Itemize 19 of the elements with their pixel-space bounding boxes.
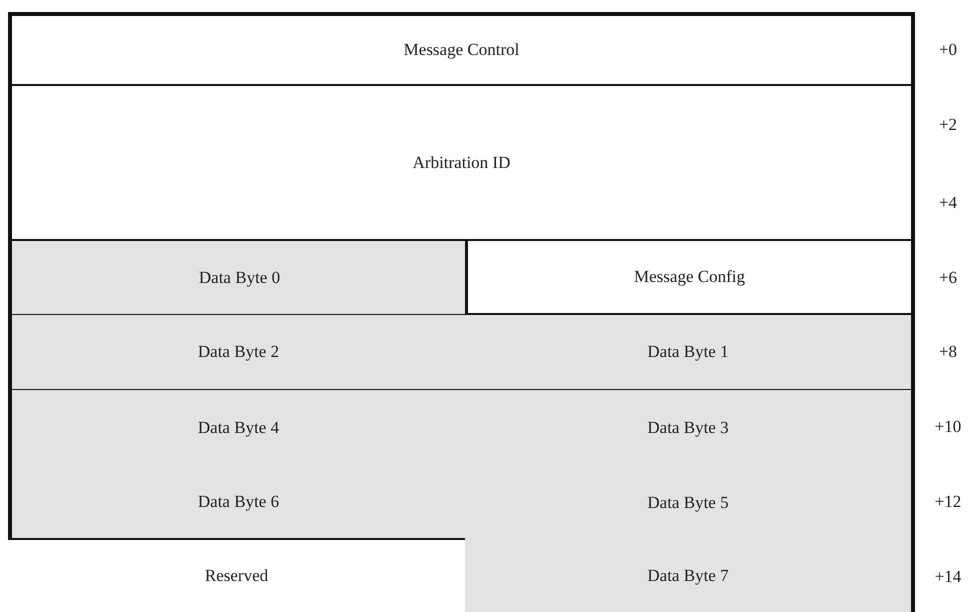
offset-label: +14	[934, 567, 962, 587]
register-field: Data Byte 0	[8, 241, 467, 315]
offset-label: +4	[938, 193, 958, 213]
register-field: Message Config	[465, 241, 915, 317]
register-field: Message Control	[8, 12, 915, 88]
register-field: Data Byte 7	[465, 540, 915, 612]
register-field: Data Byte 6	[8, 465, 465, 542]
offset-label: +2	[938, 115, 958, 135]
register-field: Data Byte 3	[465, 390, 915, 465]
offset-label: +0	[938, 40, 958, 60]
offset-label: +10	[934, 417, 962, 437]
register-field: Data Byte 4	[8, 390, 465, 465]
register-field: Data Byte 2	[8, 315, 465, 390]
register-field: Arbitration ID	[8, 86, 915, 243]
offset-label: +6	[938, 268, 958, 288]
offset-label: +12	[934, 492, 962, 512]
offset-label: +8	[938, 342, 958, 362]
register-field: Data Byte 1	[465, 315, 915, 390]
register-field: Data Byte 5	[465, 465, 915, 540]
